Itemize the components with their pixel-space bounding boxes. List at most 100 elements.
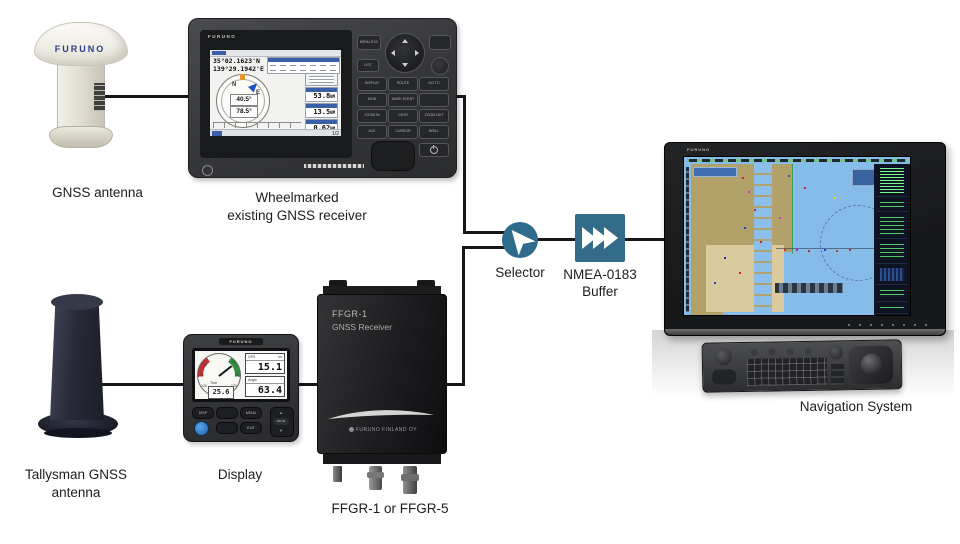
screen-topbar xyxy=(210,50,341,57)
qwerty-keys[interactable] xyxy=(746,357,828,386)
furuno-logo: FURUNO xyxy=(219,338,263,345)
triple-arrow-icon xyxy=(582,227,618,249)
wire-ffgr-up xyxy=(462,246,465,386)
exit-button[interactable]: EXIT xyxy=(240,422,262,434)
furuno-logo: FURUNO xyxy=(687,147,711,152)
arrow-up-icon xyxy=(402,39,408,43)
longitude-value: 139°29.1942'E xyxy=(213,64,264,73)
buffer-label-line1: NMEA-0183 xyxy=(563,267,637,282)
ecdis-screen xyxy=(683,156,911,316)
wire-to-selector-top xyxy=(463,231,508,234)
mark-event-key[interactable]: MARK EVENT xyxy=(388,93,418,107)
display-key[interactable]: DISPLAY xyxy=(357,77,387,91)
bnc-connector xyxy=(367,466,384,490)
datetime-panel xyxy=(305,73,338,86)
gauge-number: 90 xyxy=(235,373,239,377)
heading-value: 78.5° xyxy=(230,106,258,118)
nmea-buffer-node xyxy=(575,214,625,262)
keyboard-console xyxy=(701,339,903,393)
status-table-row xyxy=(268,68,339,72)
wire-receiver-down xyxy=(463,95,466,234)
menu-button[interactable]: MENU xyxy=(240,407,262,419)
sidebar-panel xyxy=(876,240,908,264)
navigation-monitor: FURUNO xyxy=(664,142,946,336)
zoom-out-key[interactable]: ZOOM OUT xyxy=(419,109,449,123)
sidebar-panel xyxy=(876,303,908,314)
arrow-down-icon xyxy=(402,63,408,67)
rotary-knob[interactable] xyxy=(828,345,843,360)
ffgr-label: FFGR-1 or FFGR-5 xyxy=(331,501,449,516)
wire-tallysman-to-display xyxy=(100,383,190,386)
function-key[interactable] xyxy=(429,35,451,50)
sidebar-panel xyxy=(876,165,908,197)
swoosh-graphic xyxy=(328,410,434,419)
antenna-dome xyxy=(34,22,128,66)
goto-key[interactable]: GO TO xyxy=(419,77,449,91)
gnss-antenna-device: FURUNO xyxy=(32,14,128,148)
data-column: 53.8NM 13.5NM 0.62NM xyxy=(305,73,338,135)
value-unit: NM xyxy=(330,94,335,99)
gauge-value: 25.6 xyxy=(208,386,234,399)
panel-value: 63.4 xyxy=(257,385,282,396)
list-key[interactable]: LIST xyxy=(357,59,379,72)
wire-to-selector-bottom xyxy=(462,246,508,249)
sidebar-panel xyxy=(876,213,908,239)
trackball[interactable] xyxy=(860,353,883,375)
control-pad[interactable] xyxy=(712,369,737,385)
receiver-front-knob xyxy=(202,165,213,176)
brill-key[interactable]: BRILL xyxy=(419,125,449,139)
course-value: 40.5° xyxy=(230,94,258,106)
function-key[interactable] xyxy=(419,93,449,107)
mob-key[interactable]: MOB xyxy=(357,93,387,107)
data-value: 0.62NM xyxy=(306,124,337,133)
screen-scalebar xyxy=(213,122,301,128)
route-key[interactable]: ROUTE xyxy=(388,77,418,91)
backlight-button[interactable] xyxy=(194,421,209,436)
wire-buffer-to-monitor xyxy=(623,238,670,241)
chart-toolbar-left xyxy=(684,164,691,315)
arrow-pad[interactable] xyxy=(385,33,425,73)
power-key[interactable] xyxy=(419,143,449,157)
cursor-key[interactable]: CURSOR xyxy=(388,125,418,139)
function-button[interactable] xyxy=(216,422,238,434)
ffgr-subtitle: GNSS Receiver xyxy=(332,322,392,332)
ack-key[interactable]: ACK xyxy=(357,125,387,139)
data-sidebar xyxy=(874,164,910,315)
rotary-knob[interactable] xyxy=(714,348,732,366)
data-panel: 13.5NM xyxy=(305,103,338,118)
compass-east-label: E xyxy=(256,90,261,96)
ffgr-receiver-device: FFGR-1 GNSS Receiver FURUNO FINLAND OY xyxy=(317,280,447,504)
model-label: RD-33 xyxy=(273,418,289,425)
gauge-mode: True xyxy=(210,381,218,385)
compass-heading-marker xyxy=(240,74,245,80)
center-key[interactable]: CNTR xyxy=(388,109,418,123)
compass-north-label: N xyxy=(232,82,237,88)
side-keys[interactable] xyxy=(830,362,845,385)
chart-menubar xyxy=(684,157,910,164)
value-text: 0.62 xyxy=(313,124,331,132)
screen-statusbar: 1/2 xyxy=(210,129,341,136)
compass-dial: N E 40.5° 78.5° xyxy=(216,74,270,128)
data-value: 13.5NM xyxy=(306,108,337,117)
data-value: 53.8NM xyxy=(306,92,337,101)
disp-button[interactable]: DISP xyxy=(192,407,214,419)
function-button[interactable] xyxy=(216,407,238,419)
zoom-in-key[interactable]: ZOOM IN xyxy=(357,109,387,123)
gauge-number: 60 xyxy=(203,363,207,367)
arrow-left-icon xyxy=(391,50,395,56)
model-pad[interactable]: ▲ RD-33 ▼ xyxy=(270,407,294,437)
data-panel-header xyxy=(306,120,337,124)
enter-knob[interactable] xyxy=(431,57,449,75)
bottom-flange xyxy=(323,454,441,464)
knob-row[interactable] xyxy=(750,348,758,356)
tallysman-label: Tallysman GNSS antenna xyxy=(24,467,128,500)
antenna-cap xyxy=(51,294,103,310)
monitor-control-buttons[interactable] xyxy=(925,324,927,326)
buffer-label-line2: Buffer xyxy=(582,284,618,299)
menu-esc-key[interactable]: MENU ESC xyxy=(357,35,381,50)
panel-unit: kn xyxy=(278,355,282,359)
